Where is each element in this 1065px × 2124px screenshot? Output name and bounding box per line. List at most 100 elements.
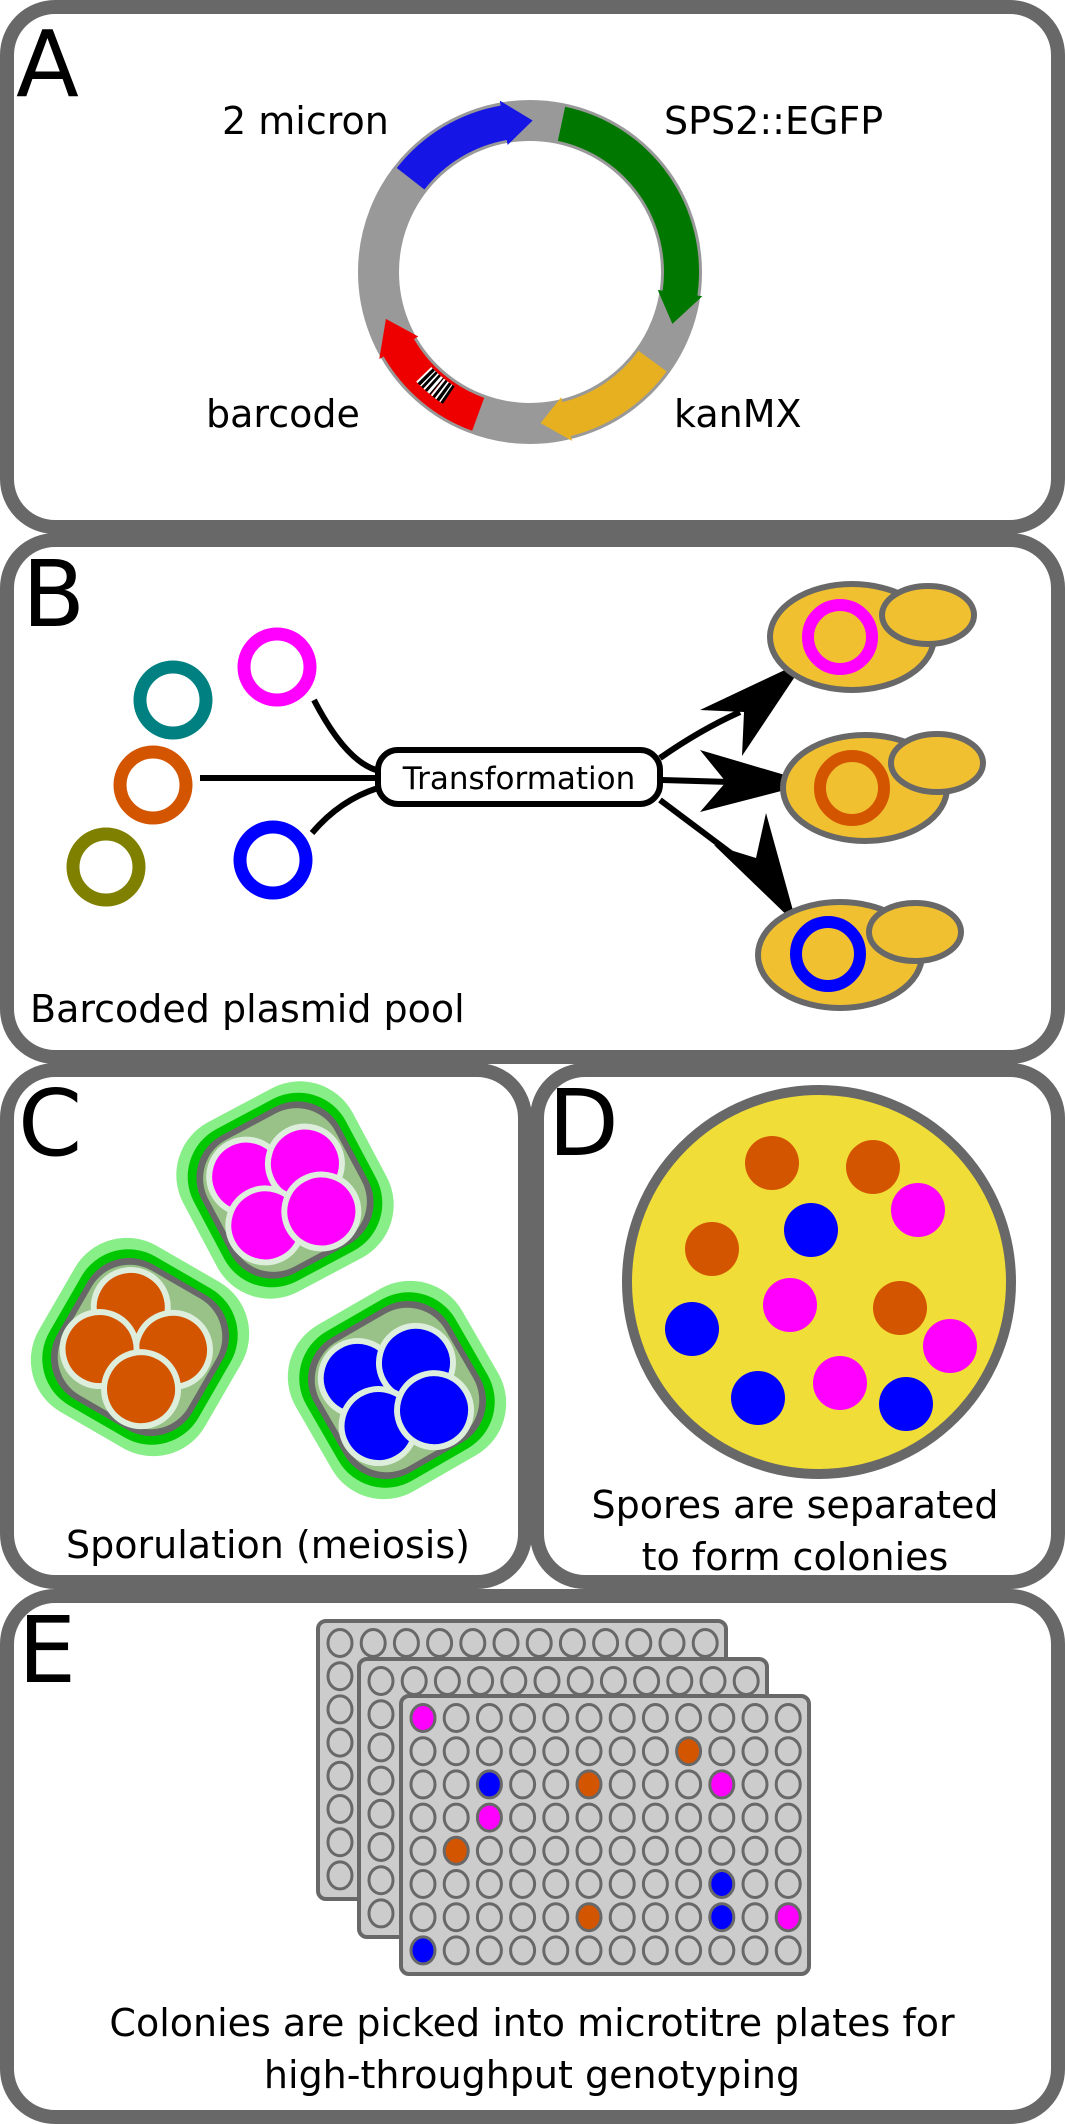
agar-plate [622, 1085, 1016, 1479]
well-empty [608, 1736, 636, 1767]
plate-body [399, 1694, 811, 1976]
well-empty [326, 1794, 354, 1824]
well-empty [475, 1935, 503, 1966]
well-empty [459, 1628, 487, 1658]
transformation-label: Transformation [402, 761, 636, 797]
well-empty [475, 1902, 503, 1933]
well-empty [542, 1769, 570, 1800]
well-empty [575, 1736, 603, 1767]
well-empty [367, 1865, 395, 1896]
well-orange [575, 1902, 603, 1933]
sporulation-caption: Sporulation (meiosis) [66, 1523, 470, 1567]
well-empty [608, 1935, 636, 1966]
well-empty [774, 1769, 802, 1800]
well-empty [708, 1935, 736, 1966]
microtitre-plates [316, 1619, 811, 1976]
yeast-bud [879, 583, 977, 647]
panel-b-letter: B [22, 541, 85, 648]
colony-blue [879, 1377, 933, 1431]
transformation-box [375, 747, 663, 807]
well-empty [542, 1703, 570, 1733]
barcode-stripe [417, 367, 435, 386]
tetrad-magenta [176, 1081, 394, 1299]
yeast-cell-orange [780, 731, 986, 844]
well-empty [442, 1769, 470, 1800]
well-empty [326, 1860, 354, 1891]
well-empty [442, 1902, 470, 1933]
well-empty [509, 1935, 537, 1966]
well-empty [675, 1703, 703, 1733]
well-empty [741, 1902, 769, 1933]
panel-a-letter: A [16, 11, 79, 118]
colony-orange [846, 1140, 900, 1194]
well-empty [641, 1835, 669, 1866]
well-empty [641, 1703, 669, 1733]
colony-magenta [813, 1356, 867, 1410]
well-empty [608, 1769, 636, 1800]
yeast-cell-blue [755, 899, 964, 1011]
arrow-to-orange-cell [661, 777, 731, 785]
label-sps2-egfp: SPS2::EGFP [664, 99, 883, 143]
spore [281, 1171, 362, 1252]
connector-blue [309, 785, 379, 835]
well-empty [367, 1798, 395, 1829]
well-magenta [774, 1902, 802, 1933]
spores-caption-line-1: Spores are separated [592, 1483, 999, 1527]
well-empty [542, 1902, 570, 1933]
barcode-stripes [416, 366, 455, 404]
well-empty [442, 1935, 470, 1966]
well-empty [359, 1628, 387, 1658]
well-empty [367, 1699, 395, 1730]
well-empty [741, 1869, 769, 1899]
well-empty [774, 1835, 802, 1866]
well-empty [409, 1736, 437, 1767]
well-empty [442, 1703, 470, 1733]
well-empty [509, 1736, 537, 1767]
connector-magenta [311, 698, 378, 773]
well-empty [558, 1628, 586, 1658]
well-empty [392, 1628, 420, 1658]
panel-c-letter: C [18, 1070, 82, 1177]
panel-a-frame [0, 0, 1065, 534]
well-empty [708, 1736, 736, 1767]
well-empty [774, 1703, 802, 1733]
well-empty [625, 1628, 653, 1658]
well-empty [492, 1628, 520, 1658]
well-empty [575, 1802, 603, 1833]
well-empty [409, 1902, 437, 1933]
well-empty [641, 1935, 669, 1966]
well-magenta [475, 1802, 503, 1833]
well-empty [641, 1769, 669, 1800]
barcode-stripe [438, 383, 453, 403]
well-blue [708, 1902, 736, 1933]
tetrads [30, 1081, 507, 1500]
yeast-bud [888, 731, 986, 795]
barcode-stripe [426, 375, 443, 394]
barcode-stripe [419, 370, 436, 387]
spores-caption-line-2: to form colonies [642, 1535, 949, 1579]
spore [394, 1370, 475, 1451]
well-empty [675, 1869, 703, 1899]
well-empty [741, 1835, 769, 1866]
label-kanmx: kanMX [674, 392, 802, 436]
well-empty [575, 1835, 603, 1866]
well-empty [409, 1835, 437, 1866]
well-empty [542, 1736, 570, 1767]
sps2-egfp-segment [557, 106, 703, 324]
well-empty [442, 1736, 470, 1767]
barcode-stripe [424, 374, 441, 392]
barcode-stripe [428, 377, 444, 395]
colony-orange [685, 1222, 739, 1276]
well-empty [367, 1832, 395, 1862]
two-micron-segment [396, 100, 533, 190]
barcode-stripe [440, 384, 455, 404]
tetrad-blue [287, 1280, 507, 1500]
well-empty [542, 1802, 570, 1833]
plasmid-in-cell-blue [790, 916, 866, 992]
well-empty [326, 1760, 354, 1791]
well-empty [658, 1628, 686, 1658]
well-empty [675, 1802, 703, 1833]
plasmid-in-cell-orange [814, 750, 890, 826]
well-blue [708, 1869, 736, 1899]
well-empty [426, 1628, 454, 1658]
